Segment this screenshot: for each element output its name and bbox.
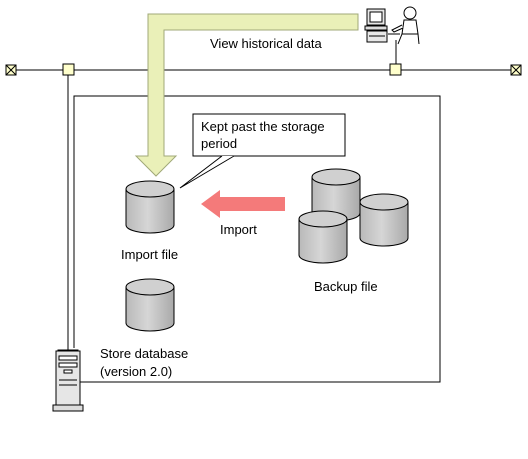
network-terminator-left [5,64,17,76]
callout-pointer [179,155,235,189]
view-historical-arrow [134,13,359,177]
server-network-node [62,63,75,76]
store-database-cylinder [125,278,175,332]
backup-file-cylinder-front [298,210,348,264]
import-file-cylinder [125,180,175,234]
server-tower-icon [52,349,84,412]
store-database-label-line1: Store database [100,346,189,361]
callout-text-line2: period [201,136,238,151]
user-at-computer-icon [364,6,420,45]
client-network-node [389,63,402,76]
view-historical-label: View historical data [210,36,322,51]
callout-text-line1: Kept past the storage [201,119,325,134]
network-terminator-right [510,64,522,76]
callout-box [192,113,346,157]
server-storage-frame [73,95,441,383]
backup-file-cylinder-right [359,193,409,247]
import-arrow [201,190,285,218]
import-file-label: Import file [121,247,179,262]
store-database-label-line2: (version 2.0) [100,364,173,379]
backup-file-label: Backup file [314,279,378,294]
import-arrow-label: Import [220,222,257,237]
